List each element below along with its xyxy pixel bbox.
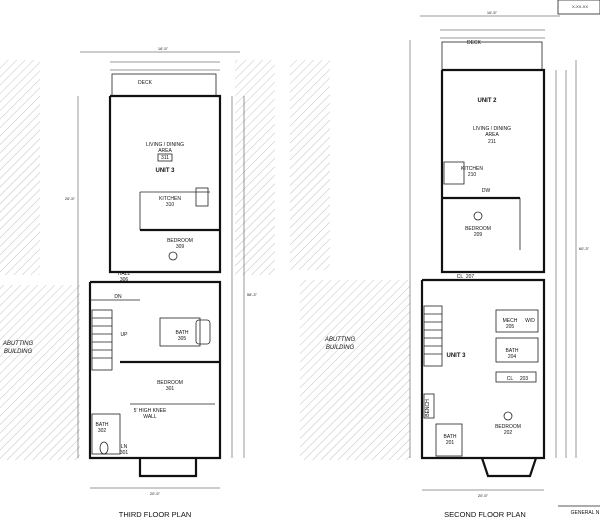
living-no-3: 311 xyxy=(161,155,169,161)
dim-left-3: 26'-5" xyxy=(65,196,76,201)
living-label-2b: AREA xyxy=(485,132,499,138)
up-label-3: UP xyxy=(121,332,129,338)
bedroom1-no-3: 309 xyxy=(176,244,185,250)
unit2-label: UNIT 2 xyxy=(477,98,497,104)
cl-label-2: CL xyxy=(457,274,464,280)
hatch-mid-top xyxy=(235,60,275,275)
kitchen-no-2: 210 xyxy=(468,172,477,178)
cl-no-2: 207 xyxy=(466,274,475,280)
bath2-no-3: 302 xyxy=(98,428,107,434)
bath2-label-2: BATH xyxy=(444,434,457,440)
wd-label-2: W/D xyxy=(525,318,535,324)
hall-no-3: 306 xyxy=(120,277,129,283)
living-label-3: LIVING / DINING xyxy=(146,142,184,148)
unit2-walls xyxy=(440,68,546,274)
kitchen-no-3: 310 xyxy=(166,202,175,208)
dim-side-3: 58'-3" xyxy=(247,292,258,297)
kitchen-label-2: KITCHEN xyxy=(461,166,483,172)
hatch-right-bottom xyxy=(300,280,410,460)
bedroom2-label-2: BEDROOM xyxy=(495,424,521,430)
title-block: X-XX-XX GENERAL N xyxy=(557,0,600,516)
deck-label-3: DECK xyxy=(138,80,153,86)
dw-label-2: DW xyxy=(482,188,491,194)
deck-3 xyxy=(111,73,217,97)
hatch-left-bottom xyxy=(0,285,80,460)
knee-label-3b: WALL xyxy=(143,414,157,420)
kitchen-label-3: KITCHEN xyxy=(159,196,181,202)
mech-no-2: 205 xyxy=(506,324,515,330)
bath-label-3: BATH xyxy=(176,330,189,336)
abutting-label-2: ABUTTING xyxy=(324,337,356,343)
unit3-label: UNIT 3 xyxy=(155,168,175,174)
bedroom2-no-2: 202 xyxy=(504,430,513,436)
ln-no-3: 301 xyxy=(120,450,129,456)
dn-label-3: DN xyxy=(114,294,122,300)
unit3-lower-walls xyxy=(88,280,222,460)
third-floor-plan: ABUTTING BUILDING 16'-5" DECK LIVING / D… xyxy=(0,46,275,519)
third-floor-title: THIRD FLOOR PLAN xyxy=(119,510,192,519)
hall-label-3: HALL xyxy=(118,271,131,277)
bay-2 xyxy=(480,457,538,478)
bench-label-2: BENCH xyxy=(425,399,431,417)
dim-top-2: 16'-5" xyxy=(487,10,498,15)
dim-side-2: 60'-3" xyxy=(579,246,590,251)
living-no-2: 211 xyxy=(488,139,496,145)
dim-top-3: 16'-5" xyxy=(158,46,169,51)
bay-3 xyxy=(138,458,198,478)
cl2-label-2: CL xyxy=(507,376,514,382)
mech-label-2: MECH xyxy=(503,318,518,324)
hatch-right-top xyxy=(290,60,330,270)
dim-bottom-3: 20'-5" xyxy=(150,491,161,496)
unit3-2-walls xyxy=(420,278,546,460)
bath-label-2: BATH xyxy=(506,348,519,354)
deck-2 xyxy=(441,41,543,71)
bedroom1-no-2: 209 xyxy=(474,232,483,238)
second-floor-plan: ABUTTING BUILDING 16'-5" DECK UNIT 2 LIV… xyxy=(290,10,590,519)
general-notes-label: GENERAL N xyxy=(571,510,600,516)
unit3-upper-walls xyxy=(108,94,222,274)
abutting-label-3b: BUILDING xyxy=(4,349,33,355)
rev-label: X-XX-XX xyxy=(572,4,588,9)
living-label-2: LIVING / DINING xyxy=(473,126,511,132)
bath-no-3: 305 xyxy=(178,336,187,342)
bath2-no-2: 201 xyxy=(446,440,455,446)
stairs-2 xyxy=(423,305,443,367)
unit3-label-2: UNIT 3 xyxy=(446,353,466,359)
bath2-label-3: BATH xyxy=(96,422,109,428)
deck-label-2: DECK xyxy=(467,40,482,46)
bedroom2-label-3: BEDROOM xyxy=(157,380,183,386)
bedroom2-no-3: 301 xyxy=(166,386,175,392)
abutting-label-3: ABUTTING xyxy=(2,341,34,347)
second-floor-title: SECOND FLOOR PLAN xyxy=(444,510,526,519)
abutting-label-2b: BUILDING xyxy=(326,345,355,351)
stairs-3 xyxy=(91,309,113,371)
dim-bottom-2: 20'-5" xyxy=(478,493,489,498)
living-label-3b: AREA xyxy=(158,148,172,154)
bath-no-2: 204 xyxy=(508,354,517,360)
ln-label-3: LN xyxy=(121,444,128,450)
cl2-no-2: 203 xyxy=(520,376,529,382)
bedroom1-label-2: BEDROOM xyxy=(465,226,491,232)
hatch-left-top xyxy=(0,60,40,275)
bedroom1-label-3: BEDROOM xyxy=(167,238,193,244)
knee-label-3: 5' HIGH KNEE xyxy=(134,408,167,414)
